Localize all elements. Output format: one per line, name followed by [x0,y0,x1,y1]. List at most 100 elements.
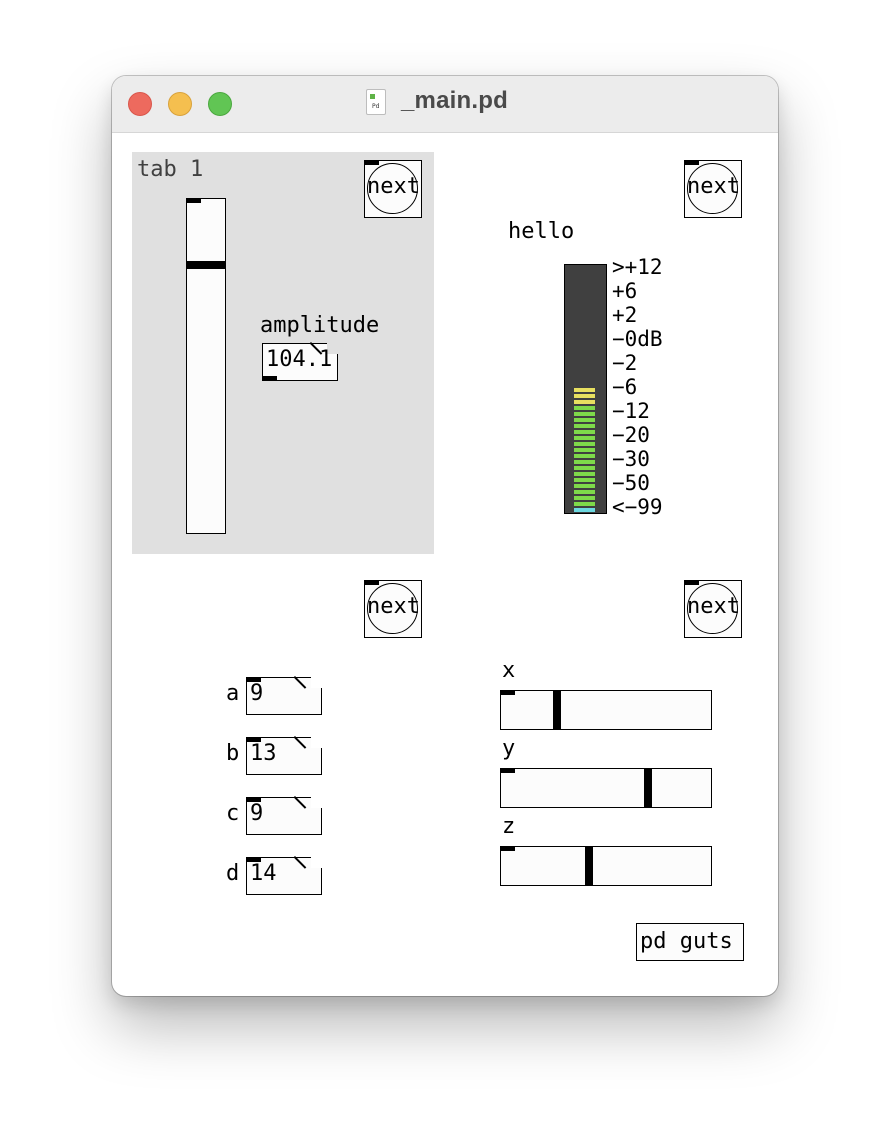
bang-circle [687,583,738,634]
number-box-corner-edge [293,676,307,689]
slider-knob[interactable] [187,261,225,269]
vu-scale-label: <−99 [612,495,663,519]
vu-meter [564,264,607,514]
bang-circle [687,163,738,214]
slider-z-label: z [502,814,516,839]
inlet-marker [501,769,515,773]
subpatch-label: pd guts [640,929,733,954]
slider-x[interactable] [500,690,712,730]
vu-scale-label: +2 [612,303,638,327]
vu-segment [574,388,595,392]
inlet-marker [501,847,515,851]
bang-label: next [687,174,740,199]
number-box-corner-edge [293,736,307,749]
vu-scale-label: −20 [612,423,650,447]
vu-segment [574,430,595,434]
window-title: _main.pd [401,87,508,114]
vu-segment [574,460,595,464]
vu-segment [574,490,595,494]
inlet-marker [501,691,515,695]
number-box-c[interactable]: 9 [246,796,323,835]
next-bang-2[interactable]: next [684,160,742,218]
pd-patch-window: Pd _main.pd tab 1 next amplitude 104.1 [112,76,778,996]
minimize-window-button[interactable] [168,92,192,116]
number-box-a[interactable]: 9 [246,676,323,715]
vu-scale-label: −6 [612,375,638,399]
slider-y-label: y [502,736,516,761]
number-box-corner-edge [293,796,307,809]
vu-segment [574,508,595,512]
vu-segment [574,478,595,482]
number-box-corner [311,796,323,808]
number-value: 14 [250,861,277,886]
vu-segment [574,424,595,428]
vu-scale-label: −50 [612,471,650,495]
vu-segment [574,400,595,404]
inlet-marker [247,858,261,862]
vu-segment [574,484,595,488]
inlet-marker [685,581,699,585]
slider-x-label: x [502,658,516,683]
number-box-corner-edge [293,856,307,869]
amplitude-vertical-slider[interactable] [186,198,226,534]
vu-segment [574,448,595,452]
tab-canvas-label: tab 1 [137,157,204,182]
vu-segment [574,394,595,398]
number-box-corner [311,736,323,748]
vu-segment [574,406,595,410]
inlet-marker [247,738,261,742]
amplitude-value: 104.1 [266,347,333,372]
inlet-marker [247,678,261,682]
vu-scale: >+12 +6 +2 −0dB −2 −6 −12 −20 −30 −50 <−… [612,255,663,519]
number-box-corner [327,342,339,354]
next-bang-3[interactable]: next [364,580,422,638]
amplitude-number-box[interactable]: 104.1 [262,342,339,381]
pd-file-icon-label: Pd [372,103,380,110]
number-box-corner [311,676,323,688]
number-value: 13 [250,741,277,766]
slider-knob[interactable] [553,691,561,729]
bang-label: next [687,594,740,619]
vu-segment [574,496,595,500]
outlet-marker [263,376,277,380]
number-a-label: a [226,681,240,706]
bang-label: next [367,174,420,199]
vu-scale-label: −2 [612,351,638,375]
vu-segment [574,412,595,416]
bang-circle [367,163,418,214]
inlet-marker [365,581,379,585]
patch-canvas[interactable]: tab 1 next amplitude 104.1 next hello [112,133,778,996]
slider-y[interactable] [500,768,712,808]
vu-scale-label: +6 [612,279,638,303]
vu-scale-label: −0dB [612,327,663,351]
number-value: 9 [250,801,264,826]
bang-circle [367,583,418,634]
vu-segment [574,442,595,446]
vu-segment [574,472,595,476]
number-value: 9 [250,681,264,706]
vu-scale-label: −30 [612,447,650,471]
next-bang-1[interactable]: next [364,160,422,218]
vu-segment [574,454,595,458]
vu-meter-label: hello [508,219,575,244]
number-b-label: b [226,741,240,766]
number-box-b[interactable]: 13 [246,736,323,775]
slider-knob[interactable] [644,769,652,807]
number-box-d[interactable]: 14 [246,856,323,895]
pd-file-icon: Pd [366,89,386,115]
zoom-window-button[interactable] [208,92,232,116]
close-window-button[interactable] [128,92,152,116]
vu-scale-label: −12 [612,399,650,423]
vu-segment [574,466,595,470]
number-box-corner [311,856,323,868]
pd-guts-subpatch[interactable]: pd guts [636,923,744,961]
slider-knob[interactable] [585,847,593,885]
amplitude-label: amplitude [260,313,380,338]
number-c-label: c [226,801,240,826]
number-d-label: d [226,861,240,886]
inlet-marker [365,161,379,165]
vu-scale-label: >+12 [612,255,663,279]
title-bar[interactable]: Pd _main.pd [112,76,778,133]
slider-z[interactable] [500,846,712,886]
next-bang-4[interactable]: next [684,580,742,638]
